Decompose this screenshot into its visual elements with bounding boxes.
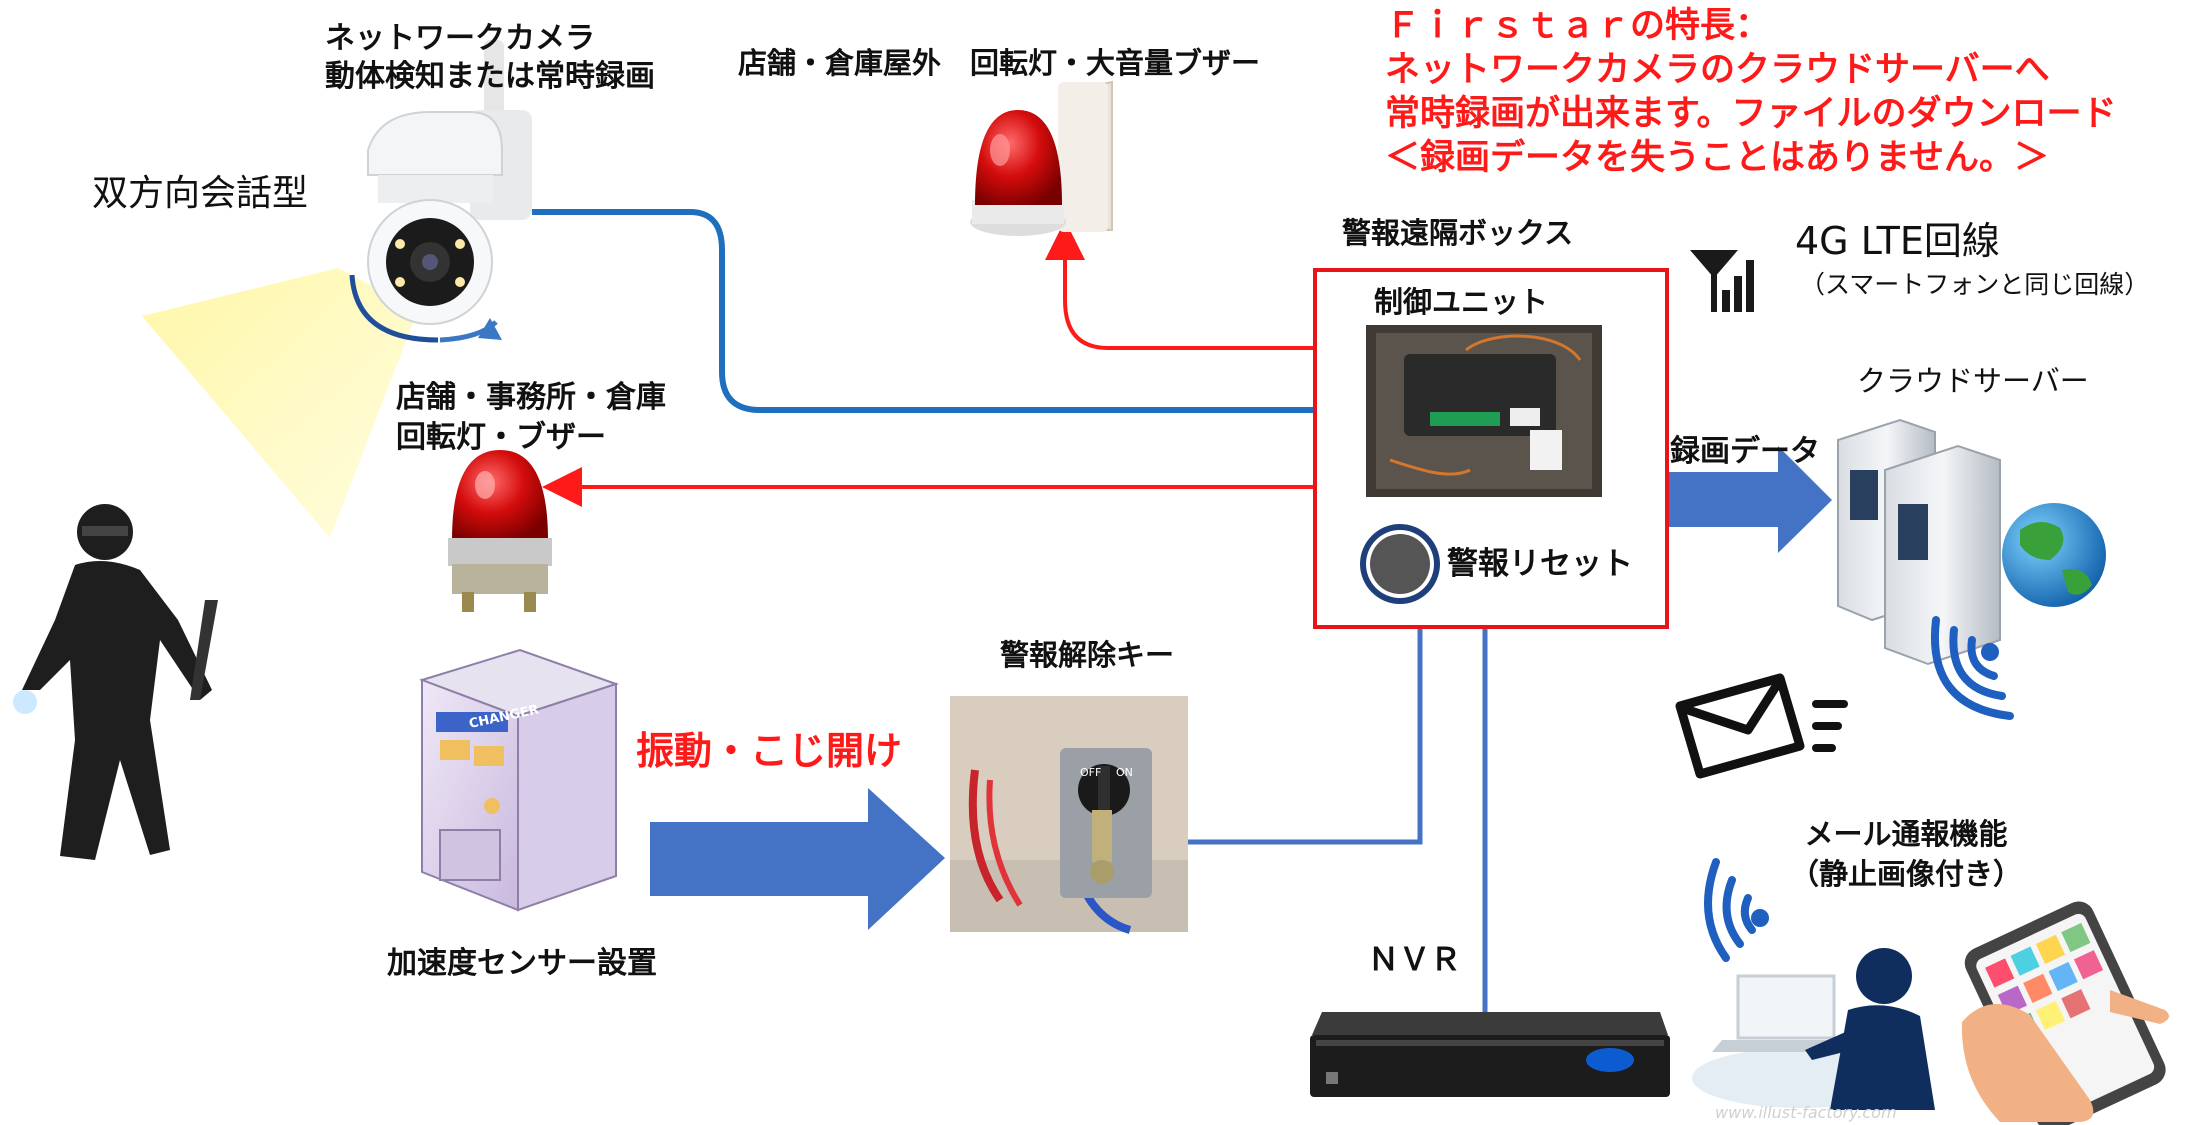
siren-tabletop-icon bbox=[448, 450, 552, 612]
laptop-user-icon bbox=[1692, 948, 1935, 1110]
box-to-outdoor-siren-line bbox=[1045, 220, 1315, 350]
indoor-siren-line-2: 回転灯・ブザー bbox=[396, 420, 606, 455]
vibration-label: 振動・こじ開け bbox=[636, 729, 903, 773]
two-way-label: 双方向会話型 bbox=[92, 173, 309, 214]
mail-notify-label: メール通報機能 （静止画像付き） bbox=[1790, 814, 2022, 894]
reset-button-icon bbox=[1360, 524, 1440, 604]
flashlight-beam bbox=[142, 268, 418, 538]
control-unit-label: 制御ユニット bbox=[1374, 285, 1549, 319]
key-on-label: ON bbox=[1116, 766, 1133, 779]
features-text: Ｆｉｒｓｔａｒの特長： ネットワークカメラのクラウドサーバーへ 常時録画が出来ま… bbox=[1385, 4, 2117, 180]
cloud-server-icon bbox=[1837, 418, 2001, 666]
indoor-siren-label: 店舗・事務所・倉庫 回転灯・ブザー bbox=[396, 378, 666, 458]
features-line-3: 常時録画が出来ます。ファイルのダウンロード bbox=[1385, 94, 2117, 134]
wifi-icon bbox=[1931, 616, 2014, 720]
smartphone-icon bbox=[1961, 901, 2169, 1125]
mail-notify-line-1: メール通報機能 bbox=[1804, 817, 2008, 851]
cloud-server-label: クラウドサーバー bbox=[1857, 364, 2089, 398]
globe-icon bbox=[2002, 503, 2106, 607]
indoor-siren-line-1: 店舗・事務所・倉庫 bbox=[396, 380, 666, 415]
camera-label-line-1: ネットワークカメラ bbox=[325, 21, 595, 56]
vibration-arrow bbox=[650, 788, 945, 930]
box-to-key-line bbox=[1188, 627, 1423, 845]
key-off-label: OFF bbox=[1080, 766, 1101, 779]
disarm-key-label: 警報解除キー bbox=[1000, 638, 1175, 672]
watermark: www.illust-factory.com bbox=[1715, 1103, 1897, 1122]
features-title: Ｆｉｒｓｔａｒの特長： bbox=[1385, 6, 1771, 46]
siren-wall-icon bbox=[970, 80, 1113, 236]
camera-to-box-line bbox=[532, 209, 1315, 413]
control-unit-icon bbox=[1366, 325, 1602, 497]
camera-label-line-2: 動体検知または常時録画 bbox=[325, 59, 655, 94]
antenna-signal-icon bbox=[1690, 250, 1754, 312]
nvr-label: ＮＶＲ bbox=[1368, 942, 1461, 978]
lte-label: 4G LTE回線 bbox=[1795, 219, 2000, 263]
mail-notify-line-2: （静止画像付き） bbox=[1790, 857, 2023, 891]
camera-label: ネットワークカメラ 動体検知または常時録画 bbox=[325, 20, 655, 96]
recording-data-label: 録画データ bbox=[1670, 434, 1820, 469]
features-line-4: ＜録画データを失うことはありません。＞ bbox=[1385, 138, 2049, 178]
recording-data-arrow bbox=[1667, 446, 1832, 553]
network-camera-icon bbox=[349, 40, 532, 343]
key-switch-icon bbox=[950, 696, 1188, 934]
outdoor-siren-label: 店舗・倉庫屋外 回転灯・大音量ブザー bbox=[738, 46, 1261, 80]
features-line-2: ネットワークカメラのクラウドサーバーへ bbox=[1385, 50, 2050, 90]
alarm-reset-label: 警報リセット bbox=[1447, 546, 1633, 582]
nvr-icon bbox=[1310, 1012, 1670, 1097]
lte-note: （スマートフォンと同じ回線） bbox=[1800, 270, 2150, 299]
changer-machine-icon bbox=[418, 648, 620, 912]
wifi-icon bbox=[1704, 858, 1769, 962]
sensor-label: 加速度センサー設置 bbox=[387, 946, 657, 981]
burglar-icon bbox=[13, 504, 218, 860]
alarm-box-label: 警報遠隔ボックス bbox=[1342, 216, 1574, 250]
mail-icon bbox=[1675, 673, 1848, 779]
